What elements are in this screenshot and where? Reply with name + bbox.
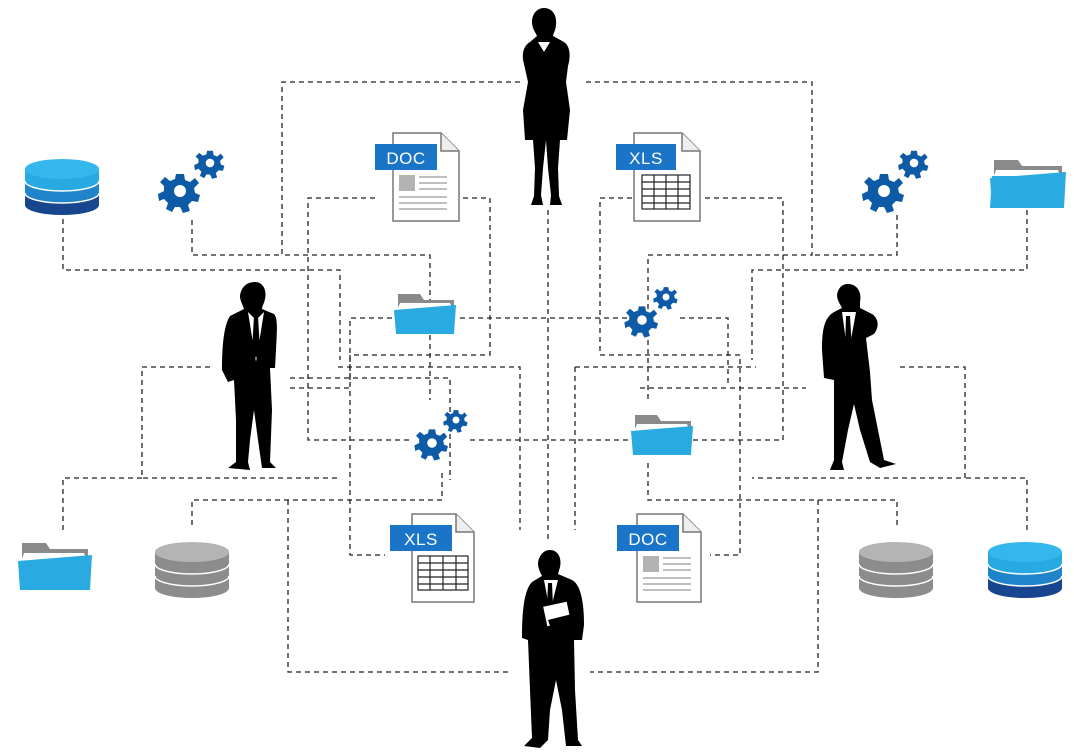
database-gray-left (154, 542, 230, 598)
database-icon (858, 542, 934, 598)
folder-icon (18, 543, 92, 590)
doc-file-icon (636, 513, 702, 603)
doc-badge-label: DOC (386, 149, 425, 168)
database-icon (24, 159, 100, 215)
document-xls-bottom: XLS (390, 513, 475, 603)
doc-file-icon (392, 132, 460, 222)
database-icon (987, 542, 1063, 598)
person-bottom-man (522, 550, 584, 748)
gears-icon (862, 150, 929, 213)
doc-badge-label: DOC (628, 530, 667, 549)
folder-center-right (631, 415, 693, 455)
document-doc-top: DOC (375, 132, 460, 222)
folder-bottom-left (18, 543, 92, 590)
xls-badge-label: XLS (404, 530, 438, 549)
gears-top-left (158, 150, 225, 213)
woman-silhouette-icon (522, 8, 570, 205)
gears-center-left (414, 410, 468, 461)
folder-icon (631, 415, 693, 455)
document-doc-bottom: DOC (617, 513, 702, 603)
man-document-silhouette-icon (522, 550, 584, 748)
folder-upper-center (394, 294, 456, 334)
man-silhouette-icon (222, 282, 277, 470)
folder-icon (990, 160, 1066, 208)
database-icon (154, 542, 230, 598)
man-phone-silhouette-icon (822, 284, 896, 470)
gears-icon (414, 410, 468, 461)
document-xls-top: XLS (616, 132, 701, 222)
database-gray-right (858, 542, 934, 598)
xls-badge-label: XLS (629, 149, 663, 168)
database-top-left (24, 159, 100, 215)
person-top-woman (522, 8, 570, 205)
connector-lines (62, 81, 1028, 673)
gears-icon (158, 150, 225, 213)
gears-top-right (862, 150, 929, 213)
folder-top-right (990, 160, 1066, 208)
person-right-man (822, 284, 896, 470)
folder-icon (394, 294, 456, 334)
gears-icon (624, 287, 678, 338)
person-left-man (222, 282, 277, 470)
gears-center-right (624, 287, 678, 338)
database-bottom-right (987, 542, 1063, 598)
